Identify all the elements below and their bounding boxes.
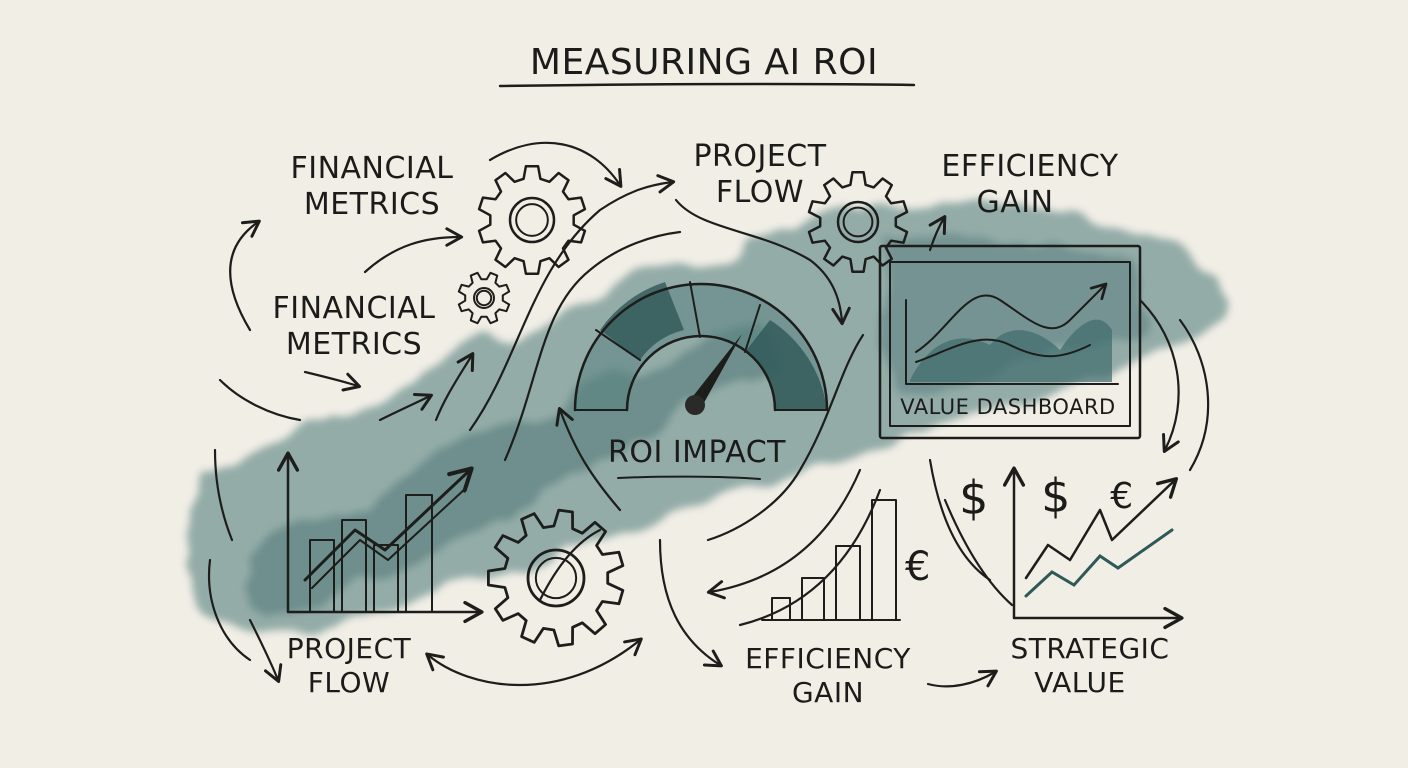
label-line: EFFICIENCY [745,642,911,675]
currency-line-chart-icon: $ $ € [959,466,1184,630]
gear-hub [836,200,880,244]
gear-hub-inner [534,556,578,600]
title-group: MEASURING AI ROI [498,42,916,88]
euro-icon: € [1110,476,1133,517]
bar-chart-icon: € [761,499,931,621]
flow-arrows [208,141,1210,688]
gear-icon [477,165,587,275]
gear-outline [487,508,625,648]
label-financial-metrics-top: FINANCIAL METRICS [290,151,453,222]
gear-hub-inner [475,289,493,307]
gear-icon [807,171,909,273]
dollar-icon: $ [959,471,989,525]
label-financial-metrics-mid: FINANCIAL METRICS [272,291,435,362]
label-line: VALUE [1034,666,1125,699]
label-line: GAIN [792,676,864,709]
label-efficiency-gain-bottom: EFFICIENCY GAIN [745,642,911,709]
euro-icon: € [905,544,931,590]
label-line: PROJECT [693,139,826,174]
label-line: EFFICIENCY [941,149,1118,184]
label-line: GAIN [976,185,1053,220]
roi-impact-label: ROI IMPACT [608,435,786,470]
gear-hub [473,287,495,309]
label-project-flow-top: PROJECT FLOW [693,139,826,210]
label-line: METRICS [286,327,422,362]
gear-hub-inner [842,206,874,238]
label-efficiency-gain-top: EFFICIENCY GAIN [941,149,1118,220]
gear-hub [526,548,586,608]
gauge-needle [690,334,742,410]
gear-outline [477,165,587,275]
label-line: FINANCIAL [290,151,453,186]
gear-hub-inner [515,203,549,237]
label-line: FINANCIAL [272,291,435,326]
label-line: PROJECT [287,632,412,665]
growth-bar-chart-icon [276,451,484,624]
label-line: METRICS [304,187,440,222]
dollar-icon: $ [1041,469,1071,523]
label-line: STRATEGIC [1011,632,1170,665]
gear-icon [457,271,511,325]
diagram-title: MEASURING AI ROI [530,42,878,83]
roi-gauge: ROI IMPACT [573,281,829,480]
label-line: FLOW [716,175,804,210]
gear-outline [807,171,909,273]
label-strategic-value: STRATEGIC VALUE [1011,632,1170,699]
label-project-flow-bottom: PROJECT FLOW [287,632,412,699]
value-dashboard: VALUE DASHBOARD [878,244,1142,440]
value-dashboard-label: VALUE DASHBOARD [900,395,1115,419]
gear-outline [457,271,511,325]
gear-hub [508,196,556,244]
gear-icon [487,508,625,648]
label-line: FLOW [308,666,390,699]
